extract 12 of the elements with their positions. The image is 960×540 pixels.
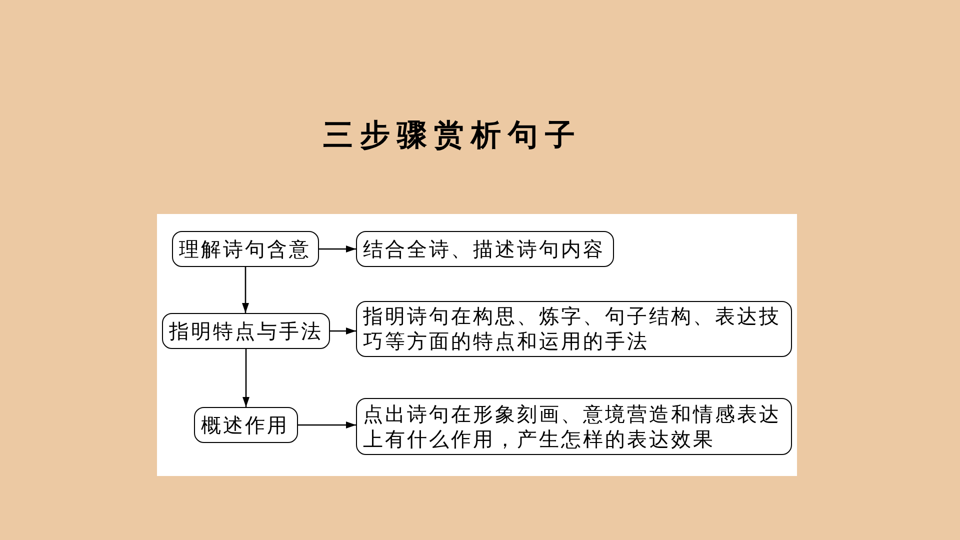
title: 三步骤赏析句子 [323,117,582,155]
arrow [298,422,356,428]
process-box: 结合全诗、描述诗句内容 [356,231,614,267]
arrow [242,267,249,313]
process-box: 理解诗句含意 [172,231,319,267]
process-box: 点出诗句在形象刻画、意境营造和情感表达上有什么作用，产生怎样的表达效果 [356,398,792,455]
process-box: 概述作用 [194,407,298,443]
arrow [330,328,356,334]
process-box: 指明特点与手法 [162,313,330,349]
arrow [319,246,356,252]
process-box: 指明诗句在构思、炼字、句子结构、表达技巧等方面的特点和运用的手法 [356,301,792,357]
arrow [242,349,250,407]
